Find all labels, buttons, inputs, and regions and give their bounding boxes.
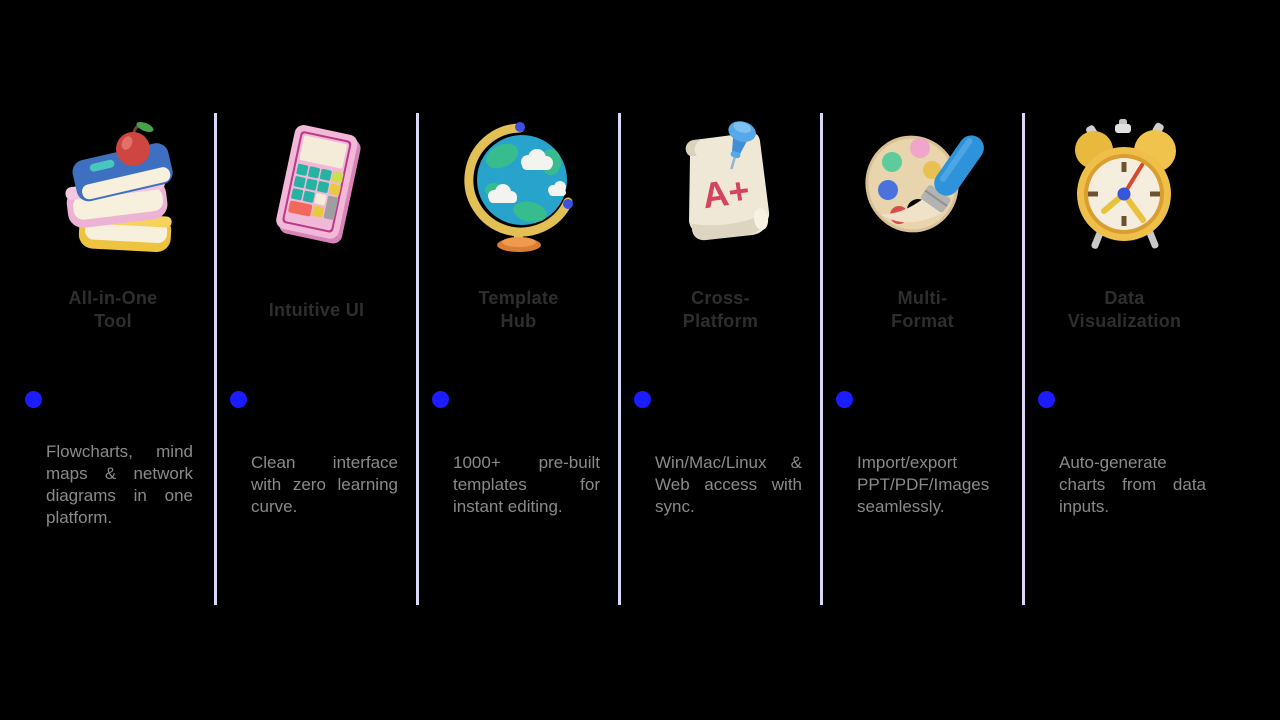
pinned-scroll-icon: A+ (685, 121, 769, 241)
feature-description: Import/export PPT/PDF/Images seamlessly. (857, 453, 990, 516)
feature-description-box: Import/export PPT/PDF/Images seamlessly. (857, 429, 1004, 541)
bullet-dot (432, 391, 449, 408)
feature-title: Template Hub (419, 283, 618, 337)
icon-box (217, 113, 416, 261)
feature-description-box: Clean interface with zero learning curve… (251, 429, 398, 541)
feature-description-box: 1000+ pre-built templates for instant ed… (453, 429, 600, 541)
calculator-icon (275, 125, 361, 244)
feature-title-text: Cross- Platform (682, 288, 759, 331)
book-stack-icon (65, 121, 173, 252)
grade-badge-text: A+ (699, 169, 751, 216)
feature-title: All-in-One Tool (12, 283, 214, 337)
bullet-dot (1038, 391, 1055, 408)
feature-description: Win/Mac/Linux & Web access with sync. (655, 453, 802, 516)
feature-title-text: Intuitive UI (268, 299, 365, 320)
feature-description: Clean interface with zero learning curve… (251, 453, 398, 516)
feature-description: Flowcharts, mind maps & network diagrams… (46, 442, 193, 527)
feature-column-template-hub: Template Hub 1000+ pre-built templates f… (416, 113, 618, 605)
feature-description-box: Auto-generate charts from data inputs. (1059, 429, 1206, 541)
bullet-dot (634, 391, 651, 408)
icon-box (823, 113, 1022, 261)
feature-title: Data Visualization (1025, 283, 1224, 337)
icon-box (419, 113, 618, 261)
feature-column-data-visualization: Data Visualization Auto-generate charts … (1022, 113, 1224, 605)
feature-title-text: Template Hub (478, 288, 559, 331)
feature-title-text: Multi- Format (891, 288, 954, 331)
palette-brush-icon (864, 135, 984, 233)
bullet-dot (836, 391, 853, 408)
feature-description: 1000+ pre-built templates for instant ed… (453, 453, 600, 516)
feature-title: Intuitive UI (217, 283, 416, 337)
feature-column-all-in-one: All-in-One Tool Flowcharts, mind maps & … (12, 113, 214, 605)
feature-title: Multi- Format (823, 283, 1022, 337)
alarm-clock-icon (1074, 119, 1176, 249)
globe-icon (463, 122, 573, 252)
feature-title-text: Data Visualization (1067, 288, 1182, 331)
feature-column-intuitive-ui: Intuitive UI Clean interface with zero l… (214, 113, 416, 605)
icon-box (12, 113, 214, 261)
feature-title: Cross- Platform (621, 283, 820, 337)
bullet-dot (25, 391, 42, 408)
feature-description-box: Flowcharts, mind maps & network diagrams… (46, 429, 193, 541)
features-row: All-in-One Tool Flowcharts, mind maps & … (12, 113, 1224, 605)
feature-description-box: Win/Mac/Linux & Web access with sync. (655, 429, 802, 541)
icon-box: A+ (621, 113, 820, 261)
feature-title-text: All-in-One Tool (68, 288, 158, 331)
feature-column-cross-platform: A+ Cross- Platform Win/Mac/Linux & Web a… (618, 113, 820, 605)
feature-description: Auto-generate charts from data inputs. (1059, 453, 1206, 516)
feature-column-multi-format: Multi- Format Import/export PPT/PDF/Imag… (820, 113, 1022, 605)
icon-box (1025, 113, 1224, 261)
bullet-dot (230, 391, 247, 408)
